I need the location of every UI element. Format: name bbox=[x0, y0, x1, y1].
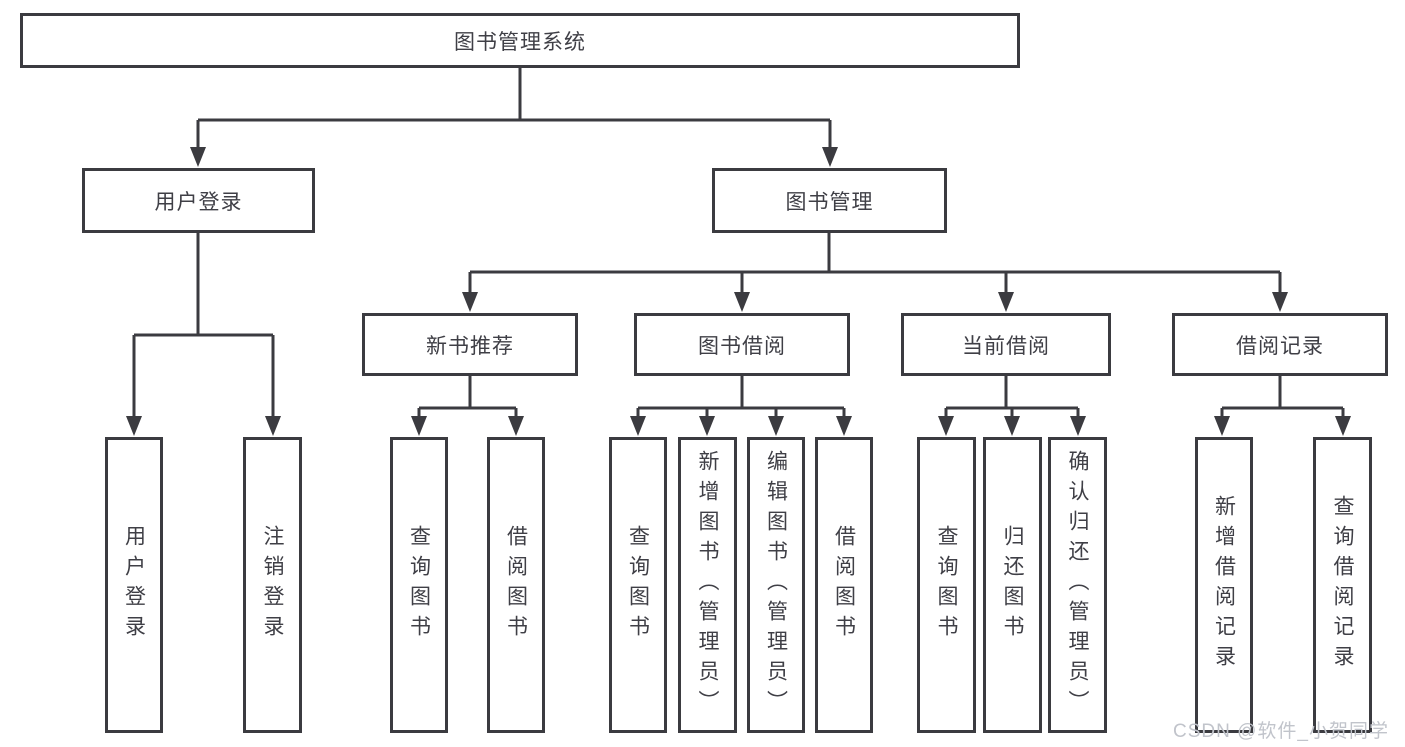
leaf-user-login-label: 用户登录 bbox=[122, 525, 146, 645]
leaf-return-books: 归还图书 bbox=[983, 437, 1042, 733]
node-new-book-recommend: 新书推荐 bbox=[362, 313, 578, 376]
leaf-borrow-books-label: 借阅图书 bbox=[832, 525, 856, 645]
node-borrow-records: 借阅记录 bbox=[1172, 313, 1388, 376]
leaf-add-books-admin-label: 新增图书（管理员） bbox=[696, 450, 719, 720]
leaf-recommend-query-books: 查询图书 bbox=[390, 437, 448, 733]
leaf-confirm-return-admin: 确认归还（管理员） bbox=[1048, 437, 1107, 733]
node-book-management: 图书管理 bbox=[712, 168, 947, 233]
node-current-borrow: 当前借阅 bbox=[901, 313, 1111, 376]
node-book-borrow-label: 图书借阅 bbox=[698, 334, 786, 358]
leaf-query-borrow-record: 查询借阅记录 bbox=[1313, 437, 1372, 733]
node-new-book-recommend-label: 新书推荐 bbox=[426, 334, 514, 358]
leaf-borrow-query-books: 查询图书 bbox=[609, 437, 667, 733]
leaf-logout: 注销登录 bbox=[243, 437, 302, 733]
node-book-borrow: 图书借阅 bbox=[634, 313, 850, 376]
leaf-confirm-return-admin-label: 确认归还（管理员） bbox=[1066, 450, 1089, 720]
leaf-add-books-admin: 新增图书（管理员） bbox=[678, 437, 737, 733]
leaf-borrow-query-books-label: 查询图书 bbox=[626, 525, 650, 645]
leaf-add-borrow-record-label: 新增借阅记录 bbox=[1212, 495, 1236, 675]
leaf-user-login: 用户登录 bbox=[105, 437, 163, 733]
leaf-recommend-query-books-label: 查询图书 bbox=[407, 525, 431, 645]
node-user-login-label: 用户登录 bbox=[154, 190, 243, 214]
leaf-edit-books-admin: 编辑图书（管理员） bbox=[747, 437, 805, 733]
leaf-borrow-books: 借阅图书 bbox=[815, 437, 873, 733]
leaf-add-borrow-record: 新增借阅记录 bbox=[1195, 437, 1253, 733]
node-borrow-records-label: 借阅记录 bbox=[1236, 334, 1324, 358]
leaf-return-books-label: 归还图书 bbox=[1001, 525, 1024, 645]
csdn-watermark: CSDN @软件_小贺同学 bbox=[1173, 721, 1389, 742]
node-book-management-label: 图书管理 bbox=[785, 190, 874, 214]
leaf-edit-books-admin-label: 编辑图书（管理员） bbox=[764, 450, 788, 720]
node-user-login: 用户登录 bbox=[82, 168, 315, 233]
leaf-current-query-books-label: 查询图书 bbox=[935, 525, 958, 645]
leaf-query-borrow-record-label: 查询借阅记录 bbox=[1331, 495, 1354, 675]
leaf-logout-label: 注销登录 bbox=[261, 525, 284, 645]
node-current-borrow-label: 当前借阅 bbox=[962, 334, 1050, 358]
leaf-recommend-borrow-books: 借阅图书 bbox=[487, 437, 545, 733]
node-root: 图书管理系统 bbox=[20, 13, 1020, 68]
leaf-recommend-borrow-books-label: 借阅图书 bbox=[504, 525, 528, 645]
leaf-current-query-books: 查询图书 bbox=[917, 437, 976, 733]
node-root-label: 图书管理系统 bbox=[454, 30, 586, 54]
